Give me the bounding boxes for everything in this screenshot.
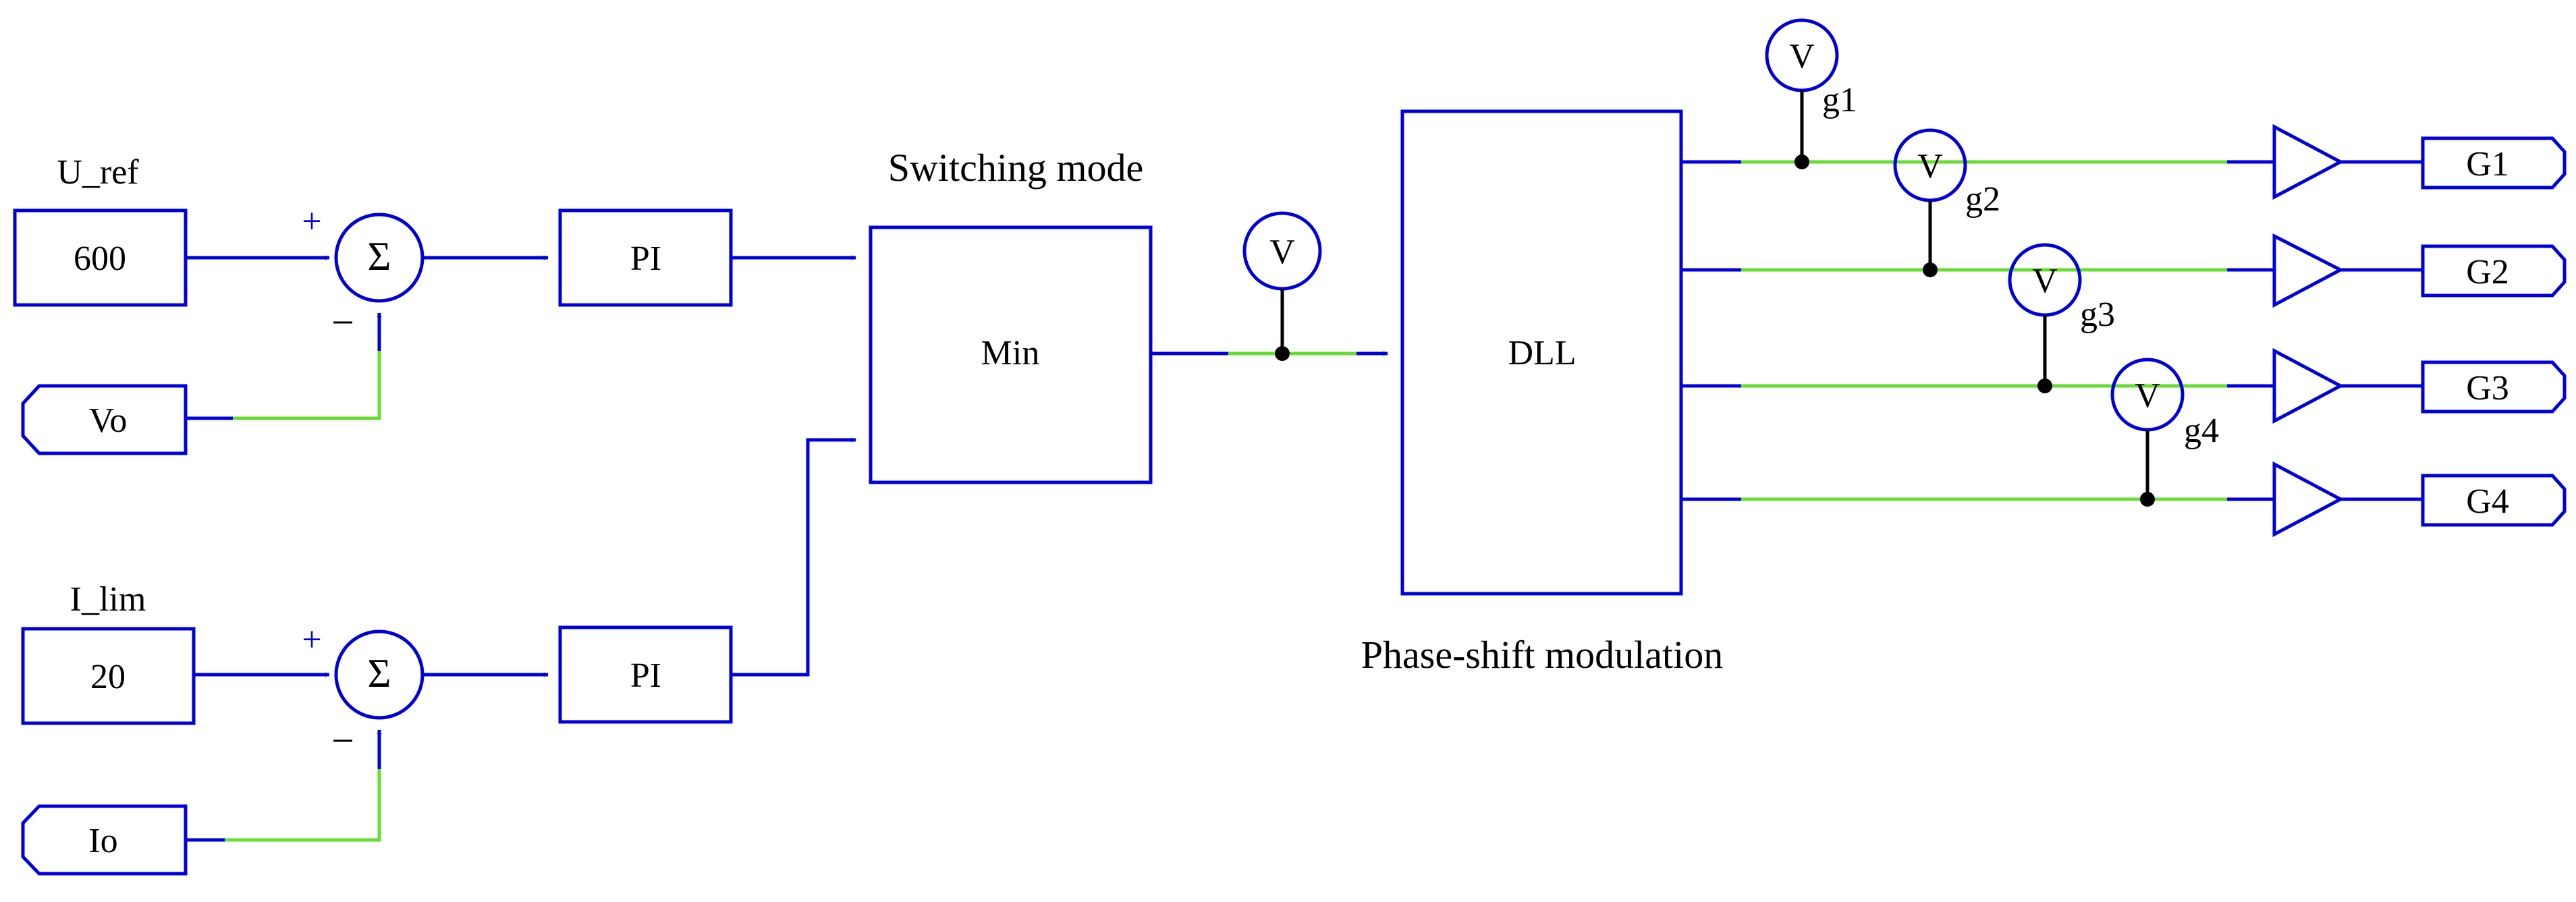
output-tag-g4[interactable]: G4: [2421, 474, 2567, 527]
output-tag-g2[interactable]: G2: [2421, 244, 2567, 298]
plus-sign-top: +: [302, 202, 321, 241]
pi-controller-top[interactable]: PI: [558, 208, 733, 307]
output-g3-label: G3: [2466, 369, 2509, 407]
g1-junction: [1794, 154, 1809, 169]
gain-buffer-g4[interactable]: [2272, 461, 2345, 538]
output-g2-label: G2: [2466, 253, 2509, 291]
probe-v-label: V: [2032, 262, 2058, 300]
uref-label: U_ref: [57, 153, 139, 192]
mode-probe-label: V: [1269, 233, 1295, 271]
phase-shift-modulation-label: Phase-shift modulation: [1361, 633, 1723, 677]
g4-junction: [2140, 492, 2155, 507]
gate-probe-g4[interactable]: V: [2110, 358, 2185, 432]
pi-bottom-label: PI: [630, 656, 661, 695]
uref-constant-block[interactable]: 600: [13, 208, 188, 307]
summing-junction-top[interactable]: Σ: [334, 213, 424, 303]
mode-probe-junction: [1275, 346, 1290, 361]
plus-sign-bottom: +: [302, 621, 321, 659]
pi-controller-bottom[interactable]: PI: [558, 625, 733, 724]
vo-label: Vo: [89, 401, 128, 440]
g3-junction: [2037, 378, 2052, 393]
min-selector-block[interactable]: Min: [869, 225, 1153, 484]
gate-probe-g2[interactable]: V: [1893, 128, 1967, 202]
gate-probe-g3[interactable]: V: [2008, 243, 2082, 317]
gain-buffer-g1[interactable]: [2272, 123, 2345, 200]
ilim-value: 20: [90, 658, 126, 696]
min-label: Min: [981, 334, 1040, 372]
switching-mode-label: Switching mode: [888, 146, 1144, 190]
mode-voltage-probe[interactable]: V: [1242, 211, 1322, 291]
probe-v-label: V: [1917, 147, 1943, 186]
io-label: Io: [88, 822, 117, 860]
g3-probe-label: g3: [2080, 295, 2115, 334]
ilim-constant-block[interactable]: 20: [21, 627, 196, 725]
probe-v-label: V: [2135, 376, 2160, 415]
g4-probe-label: g4: [2184, 412, 2219, 450]
output-tag-g3[interactable]: G3: [2421, 360, 2567, 414]
summing-junction-bottom[interactable]: Σ: [334, 629, 424, 720]
gain-buffer-g3[interactable]: [2272, 347, 2345, 424]
io-input-tag[interactable]: Io: [21, 804, 188, 876]
output-g4-label: G4: [2466, 482, 2509, 521]
output-g1-label: G1: [2466, 145, 2509, 184]
dll-block[interactable]: DLL: [1400, 109, 1683, 596]
probe-v-label: V: [1789, 37, 1815, 76]
gain-buffer-g2[interactable]: [2272, 233, 2345, 308]
uref-value: 600: [74, 239, 126, 278]
pi-top-label: PI: [630, 239, 661, 278]
dll-label: DLL: [1508, 334, 1576, 372]
minus-sign-bottom: −: [331, 718, 354, 763]
gate-probe-g1[interactable]: V: [1765, 18, 1839, 92]
vo-input-tag[interactable]: Vo: [21, 384, 188, 455]
sum-symbol-top: Σ: [368, 234, 391, 279]
ilim-label: I_lim: [70, 580, 146, 619]
output-tag-g1[interactable]: G1: [2421, 136, 2567, 190]
sum-symbol-bottom: Σ: [368, 651, 391, 696]
g2-junction: [1923, 262, 1938, 277]
minus-sign-top: −: [331, 300, 354, 345]
g1-probe-label: g1: [1822, 81, 1857, 119]
g2-probe-label: g2: [1965, 180, 2000, 219]
